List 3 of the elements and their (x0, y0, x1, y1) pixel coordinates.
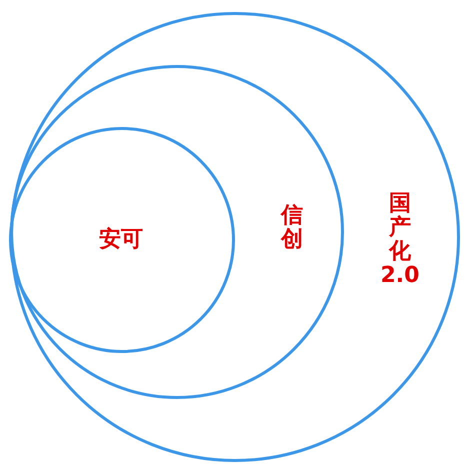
circle-label: 安可 (99, 228, 143, 252)
circle-label: 国产化2.0 (380, 192, 420, 288)
circle-label: 信创 (281, 204, 303, 252)
